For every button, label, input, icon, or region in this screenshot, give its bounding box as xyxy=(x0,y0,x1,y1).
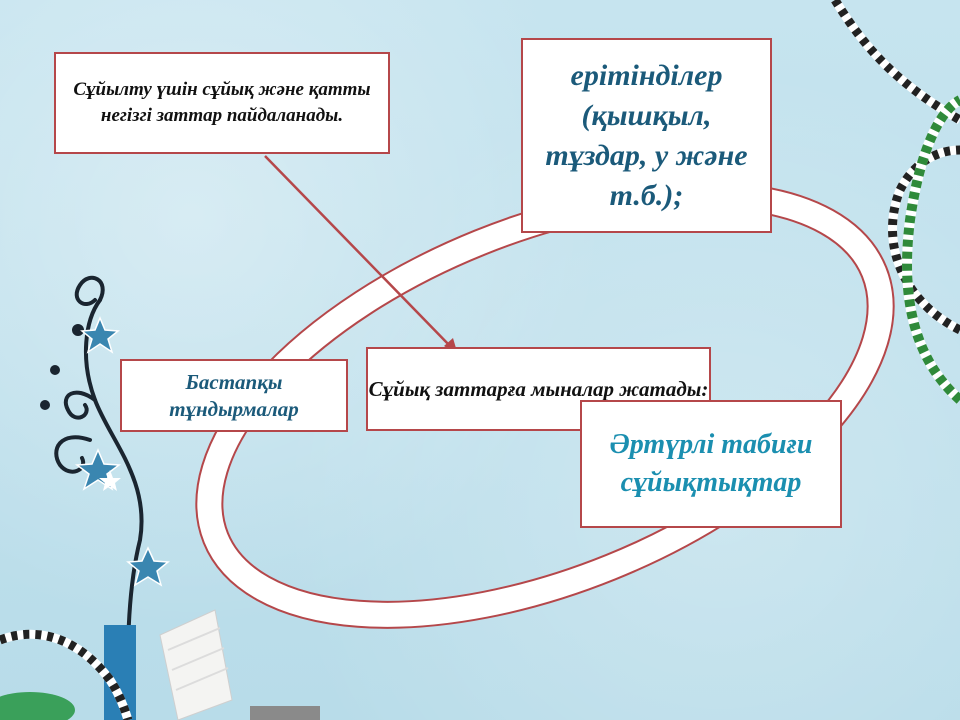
solutions-text: ерітінділер (қышқыл, тұздар, у және т.б.… xyxy=(545,58,748,212)
note-text: Сұйылту үшін сұйық және қатты негізгі за… xyxy=(73,79,371,126)
liquid-substances-text: Сұйық заттарға мыналар жатады: xyxy=(368,376,709,401)
ring-green xyxy=(902,95,960,404)
central-ring xyxy=(195,181,895,629)
solutions-box: ерітінділер (қышқыл, тұздар, у және т.б.… xyxy=(521,38,772,233)
ring-black-top xyxy=(831,0,960,124)
natural-liquids-text: Әртүрлі табиғи сұйықтықтар xyxy=(609,429,813,498)
natural-liquids-box: Әртүрлі табиғи сұйықтықтар xyxy=(580,400,842,528)
initial-infusions-box: Бастапқы тұндырмалар xyxy=(120,359,348,432)
frame-decoration xyxy=(250,706,320,720)
initial-infusions-text: Бастапқы тұндырмалар xyxy=(169,369,299,421)
star-decorations xyxy=(74,316,170,587)
ring-black-bottom xyxy=(0,629,133,720)
liquid-substances-box: Сұйық заттарға мыналар жатады: xyxy=(366,347,711,431)
paper-decoration xyxy=(159,609,233,720)
note-box: Сұйылту үшін сұйық және қатты негізгі за… xyxy=(54,52,390,154)
ring-black-mid xyxy=(888,145,960,335)
leaf-decoration xyxy=(0,692,75,720)
vine-decoration xyxy=(40,275,144,720)
